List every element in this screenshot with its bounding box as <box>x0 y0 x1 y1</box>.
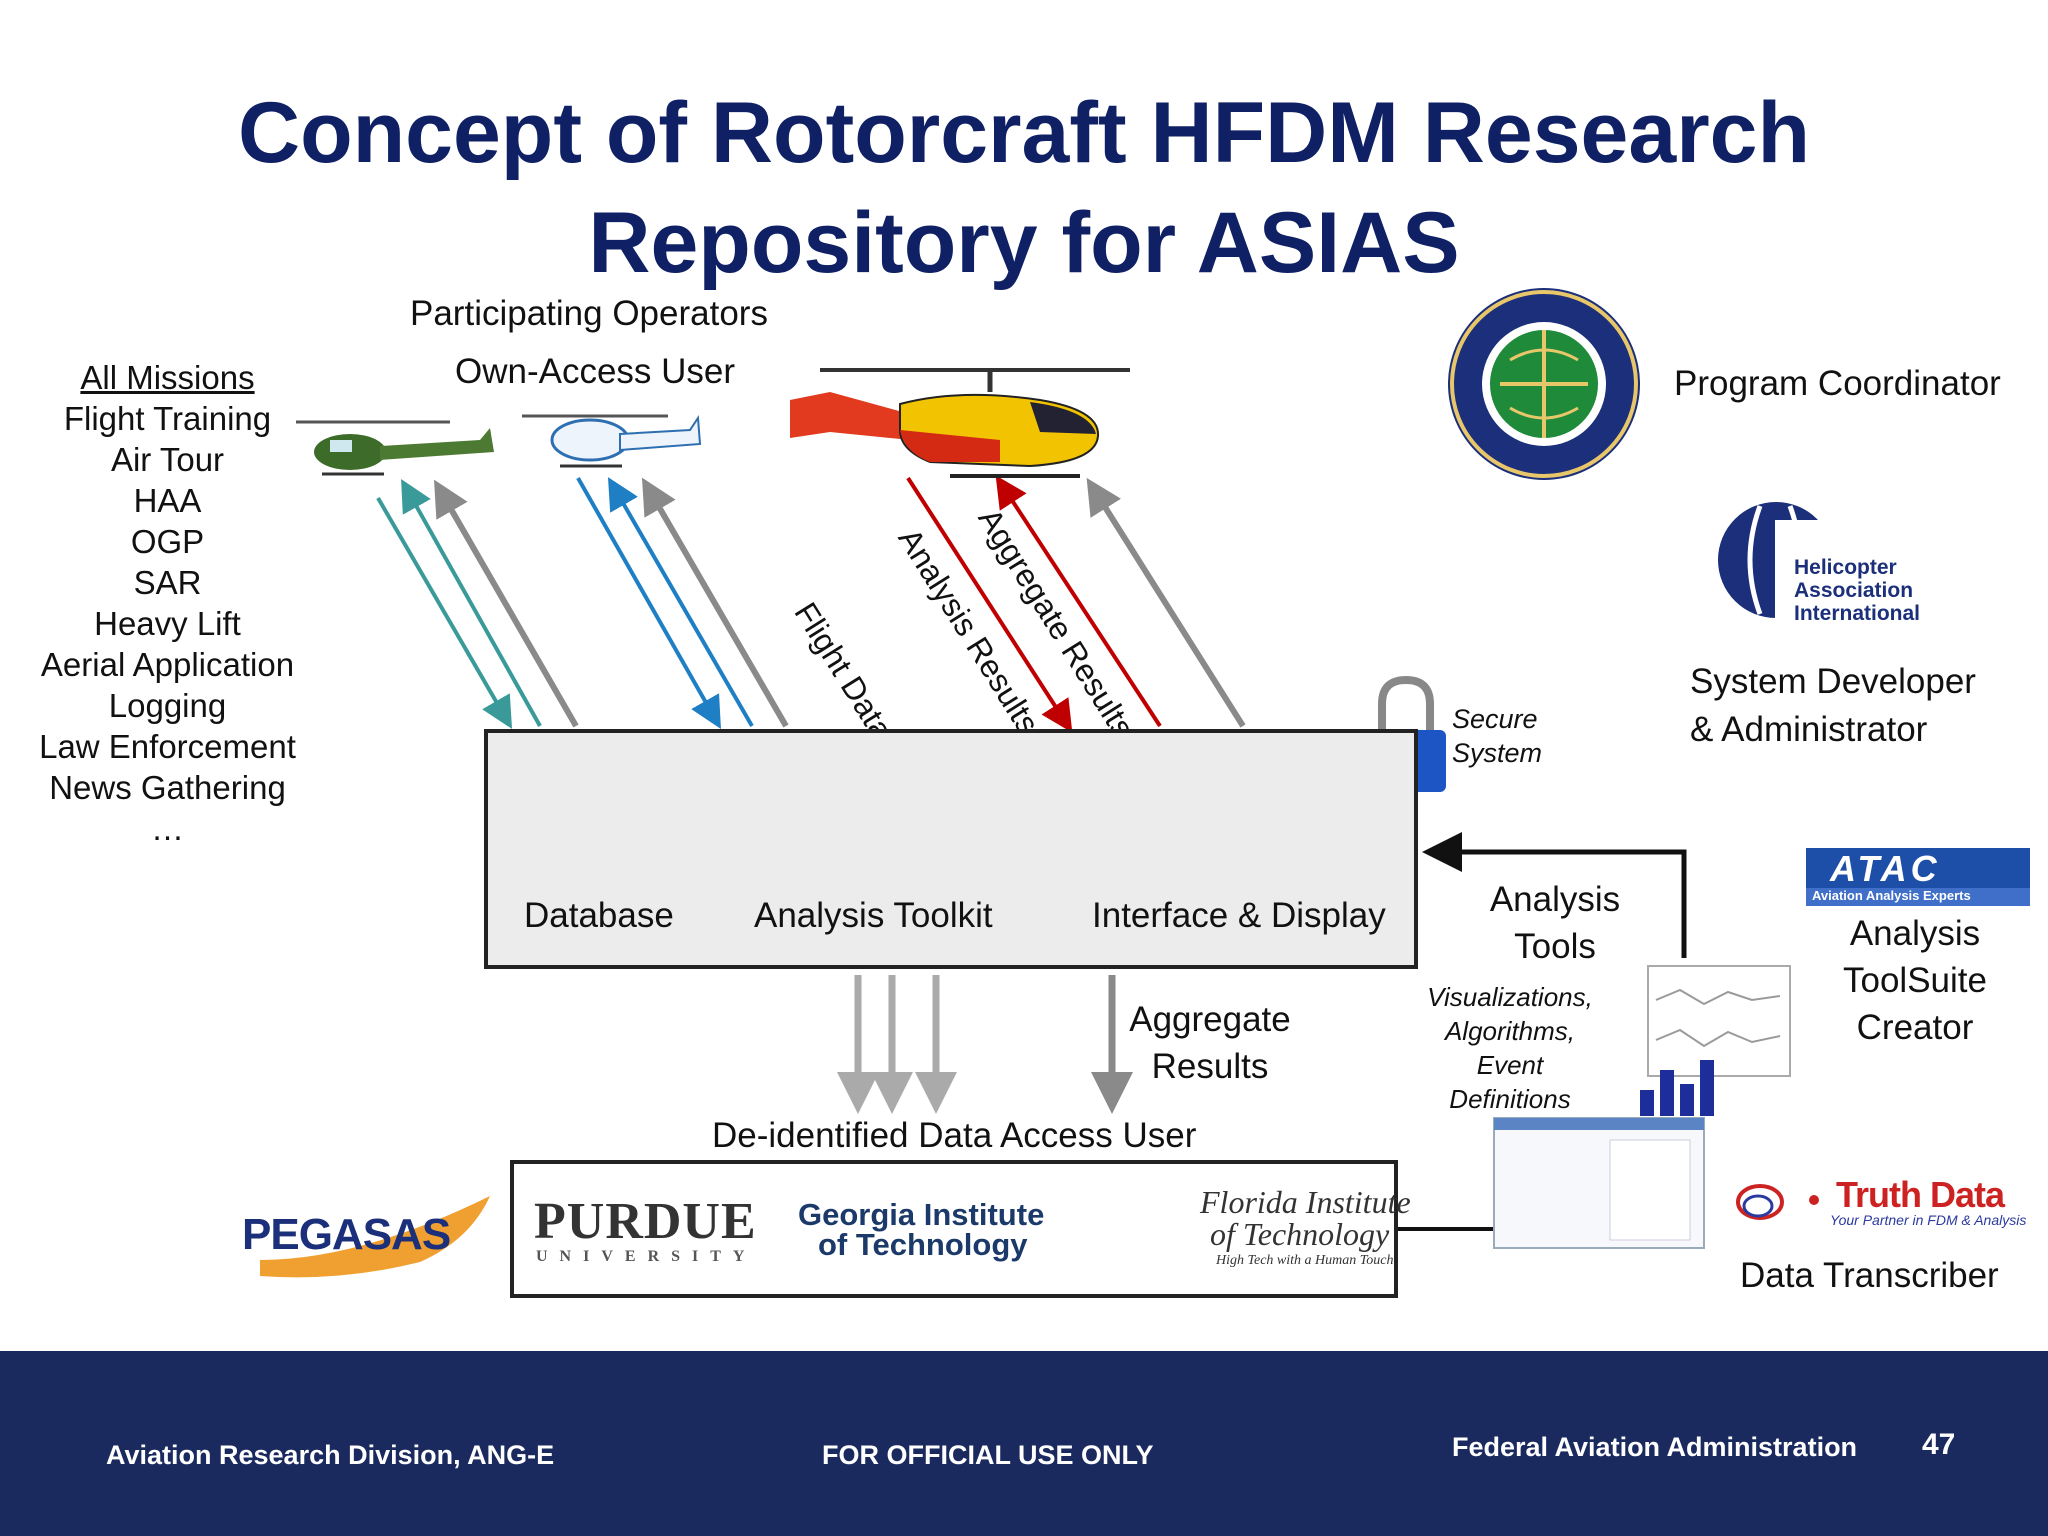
red-arrow-down <box>906 476 1073 733</box>
own-access-user-label: Own-Access User <box>455 352 736 391</box>
tools-desc-line: Visualizations, <box>1427 982 1593 1012</box>
mission-item: … <box>151 810 184 847</box>
footer-faa: Federal Aviation Administration <box>1452 1432 1858 1462</box>
footer-division: Aviation Research Division, ANG-E <box>106 1440 555 1470</box>
hai-line: International <box>1794 602 1921 625</box>
deidentified-user-label: De-identified Data Access User <box>712 1116 1197 1155</box>
yellow-helicopter-icon <box>790 368 1130 478</box>
footer-official-use: FOR OFFICIAL USE ONLY <box>822 1440 1154 1470</box>
gray-arrow-up-1 <box>434 479 579 728</box>
mission-item: Law Enforcement <box>39 728 296 765</box>
secure-system-line-2: System <box>1452 738 1543 768</box>
data-transcriber-label: Data Transcriber <box>1740 1256 1999 1295</box>
analysis-tools-line-2: Tools <box>1514 927 1596 966</box>
truth-data-tag: Your Partner in FDM & Analysis <box>1830 1212 2027 1228</box>
mission-item: Air Tour <box>110 441 225 478</box>
blue-arrow-down <box>576 477 721 729</box>
mission-item: Flight Training <box>63 400 272 437</box>
analysis-toolkit-label: Analysis Toolkit <box>754 896 993 935</box>
secure-system-box <box>484 729 1418 969</box>
gray-arrow-up-2 <box>641 477 789 728</box>
pegasas-logo: PEGASAS <box>242 1210 451 1259</box>
gray-arrow-up-3 <box>1086 477 1246 728</box>
atac-tag: Aviation Analysis Experts <box>1812 888 1971 903</box>
florida-tech-logo: Florida Institute of Technology High Tec… <box>1200 1186 1411 1272</box>
hai-line: Helicopter <box>1794 556 1897 579</box>
atac-logo-icon <box>1806 848 2030 906</box>
tools-desc-line: Event <box>1476 1050 1544 1080</box>
mission-item: OGP <box>130 523 205 560</box>
hai-logo-text: Helicopter Association International <box>1794 556 1920 625</box>
tools-description: Visualizations, Algorithms, Event Defini… <box>1410 980 1610 1116</box>
analysis-tools-label: Analysis Tools <box>1460 876 1650 970</box>
toolsuite-line-2: ToolSuite <box>1843 961 1987 1000</box>
atac-logo-text: ATAC <box>1830 848 1941 889</box>
teal-arrow-down <box>376 496 513 729</box>
truth-data-logo: Truth Data <box>1836 1174 2005 1215</box>
missions-header: All Missions <box>80 359 255 396</box>
hai-globe-icon <box>1718 502 1837 620</box>
aggregate-results-label: Aggregate Results <box>1110 996 1310 1090</box>
florida-line-1: Florida Institute <box>1200 1184 1411 1220</box>
missions-list: All Missions Flight Training Air Tour HA… <box>20 357 315 849</box>
teal-arrow-up <box>401 479 542 727</box>
mission-item: SAR <box>133 564 202 601</box>
hai-line: Association <box>1794 579 1914 602</box>
mission-item: Heavy Lift <box>94 605 241 642</box>
system-developer-line-1: System Developer <box>1690 662 1976 701</box>
system-developer-label: System Developer & Administrator <box>1690 658 1976 754</box>
page-number: 47 <box>1922 1428 1956 1461</box>
faa-seal-icon <box>1448 288 1640 480</box>
title-line-2: Repository for ASIAS <box>588 195 1460 291</box>
participating-operators-label: Participating Operators <box>410 294 768 333</box>
tools-desc-line: Algorithms, <box>1444 1016 1576 1046</box>
database-label: Database <box>524 896 674 935</box>
footer-bar <box>0 1351 2048 1536</box>
truth-data-swirl-icon <box>1736 1184 1819 1220</box>
georgia-line-1: Georgia Institute <box>798 1197 1045 1232</box>
system-developer-line-2: & Administrator <box>1690 710 1928 749</box>
georgia-line-2: of Technology <box>818 1227 1028 1262</box>
analysis-tools-arrow <box>1422 832 1687 958</box>
toolsuite-line-3: Creator <box>1856 1008 1974 1047</box>
red-arrow-up <box>995 475 1162 728</box>
university-logos-box <box>510 1160 1398 1298</box>
mission-item: HAA <box>133 482 202 519</box>
mission-item: Logging <box>108 687 227 724</box>
aggregate-line-1: Aggregate <box>1129 1000 1291 1039</box>
tools-screenshot-icon <box>1493 965 1791 1249</box>
page-title: Concept of Rotorcraft HFDM Research Repo… <box>0 78 2048 298</box>
program-coordinator-label: Program Coordinator <box>1674 364 2001 403</box>
purdue-logo: PURDUE <box>534 1193 757 1250</box>
florida-tag: High Tech with a Human Touch <box>1216 1253 1394 1268</box>
toolsuite-line-1: Analysis <box>1849 914 1981 953</box>
secure-system-label: Secure System <box>1452 702 1542 770</box>
interface-display-label: Interface & Display <box>1092 896 1386 935</box>
mission-item: Aerial Application <box>40 646 295 683</box>
tools-desc-line: Definitions <box>1449 1084 1571 1114</box>
analysis-tools-line-1: Analysis <box>1489 880 1621 919</box>
title-line-1: Concept of Rotorcraft HFDM Research <box>237 85 1811 181</box>
florida-line-2: of Technology <box>1210 1216 1390 1252</box>
aggregate-line-2: Results <box>1151 1047 1269 1086</box>
blue-arrow-up <box>607 477 754 728</box>
green-helicopter-icon <box>296 420 494 476</box>
georgia-tech-logo: Georgia Institute of Technology <box>798 1197 1045 1262</box>
secure-system-line-1: Secure <box>1452 704 1538 734</box>
toolsuite-creator-label: Analysis ToolSuite Creator <box>1800 910 2030 1051</box>
mission-item: News Gathering <box>49 769 286 806</box>
pegasas-logo-icon <box>260 1196 490 1278</box>
purdue-sub: UNIVERSITY <box>536 1248 757 1265</box>
white-helicopter-icon <box>522 414 702 468</box>
